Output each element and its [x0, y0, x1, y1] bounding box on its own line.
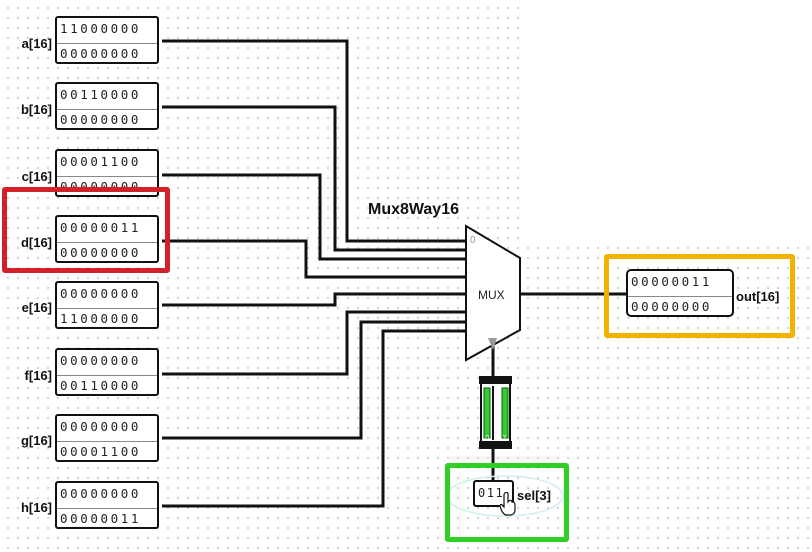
input-f-bits-high[interactable]: 00110000: [57, 375, 157, 396]
input-pin-f[interactable]: 00000000 00110000: [55, 348, 159, 396]
input-pin-h[interactable]: 00000000 00000011: [55, 481, 159, 529]
hand-cursor-icon: [500, 492, 516, 516]
splitter-label-1: 1: [493, 434, 498, 442]
input-c-bits-low[interactable]: 00001100: [60, 154, 142, 169]
wire-e: [162, 292, 465, 307]
input-f-bits-low[interactable]: 00000000: [60, 353, 142, 368]
wire-g: [162, 320, 465, 440]
wire-f: [162, 310, 465, 376]
wire-b: [162, 105, 465, 252]
mux-first-input-marker: 0: [470, 235, 476, 246]
input-pin-a[interactable]: 11000000 00000000: [55, 16, 159, 64]
splitter-label-0: 0: [485, 434, 490, 442]
input-a-bits-low[interactable]: 11000000: [60, 21, 142, 36]
input-d-bits-high[interactable]: 00000000: [57, 242, 157, 263]
input-g-bits-high[interactable]: 00001100: [57, 441, 157, 462]
splitter-label-2: 2: [502, 434, 507, 442]
input-a-bits-high[interactable]: 00000000: [57, 43, 157, 64]
output-pin[interactable]: 00000011 00000000: [626, 269, 734, 317]
output-label: out[16]: [736, 289, 780, 304]
highlight-selected-input: [2, 187, 170, 273]
input-b-bits-low[interactable]: 00110000: [60, 87, 142, 102]
input-label-h: h[16]: [20, 500, 52, 515]
splitter: [479, 376, 512, 449]
input-label-g: g[16]: [20, 433, 52, 448]
highlight-output: [604, 254, 795, 338]
input-d-bits-low[interactable]: 00000011: [60, 220, 142, 235]
input-label-f: f[16]: [24, 368, 52, 383]
output-bits-high: 00000000: [628, 296, 732, 317]
wire-c: [162, 173, 465, 261]
wire-h: [162, 329, 465, 508]
mux-body: [465, 224, 521, 362]
input-b-bits-high[interactable]: 00000000: [57, 109, 157, 130]
input-label-d: d[16]: [20, 235, 52, 250]
input-label-c: c[16]: [21, 169, 52, 184]
input-h-bits-high[interactable]: 00000011: [57, 508, 157, 529]
highlight-select: [445, 463, 569, 542]
chip-title: Mux8Way16: [368, 201, 459, 218]
input-g-bits-low[interactable]: 00000000: [60, 419, 142, 434]
input-h-bits-low[interactable]: 00000000: [60, 486, 142, 501]
input-label-b: b[16]: [20, 102, 52, 117]
input-pin-d[interactable]: 00000011 00000000: [55, 215, 159, 263]
input-pin-e[interactable]: 00000000 11000000: [55, 281, 159, 329]
input-label-a: a[16]: [21, 36, 52, 51]
select-label: sel[3]: [517, 488, 551, 503]
input-pin-b[interactable]: 00110000 00000000: [55, 82, 159, 130]
input-e-bits-low[interactable]: 00000000: [60, 286, 142, 301]
wire-a: [162, 39, 465, 243]
input-pin-g[interactable]: 00000000 00001100: [55, 414, 159, 462]
wire-d: [162, 239, 465, 279]
input-e-bits-high[interactable]: 11000000: [57, 308, 157, 329]
canvas-clear-area: [520, 0, 812, 247]
input-label-e: e[16]: [21, 300, 52, 315]
mux-label: MUX: [478, 288, 505, 302]
output-bits-low: 00000011: [631, 274, 713, 289]
